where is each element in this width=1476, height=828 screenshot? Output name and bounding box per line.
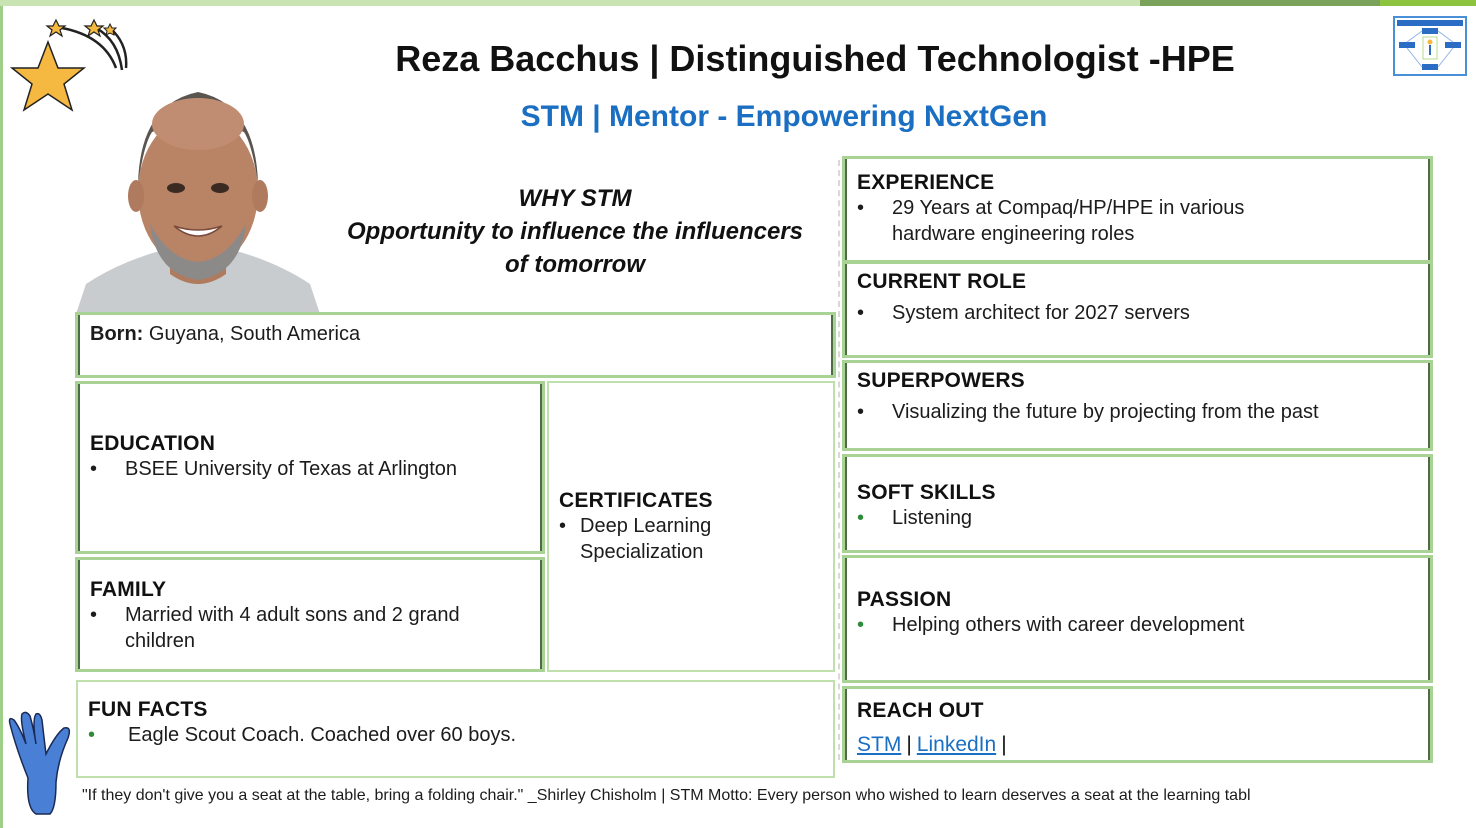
education-item: BSEE University of Texas at Arlington [125, 458, 458, 480]
family-heading: FAMILY [90, 578, 167, 601]
soft-skills-item: Listening [892, 507, 973, 529]
bullet-icon: • [90, 458, 98, 480]
born-line: Born: Guyana, South America [90, 323, 821, 346]
education-heading: EDUCATION [90, 432, 216, 455]
list-item: • Visualizing the future by projecting f… [857, 399, 1418, 425]
list-item: • Married with 4 adult sons and 2 grand … [90, 602, 510, 654]
page-title: Reza Bacchus | Distinguished Technologis… [395, 38, 1235, 79]
left-frame-line [0, 6, 3, 828]
waving-hand-icon [8, 711, 71, 815]
shooting-star-icon [9, 18, 128, 112]
stm-link[interactable]: STM [857, 733, 902, 756]
soft-skills-box: SOFT SKILLS • Listening [842, 454, 1433, 553]
list-item: • Deep Learning Specialization [559, 513, 759, 565]
list-item: • Listening [857, 505, 1418, 531]
education-box: EDUCATION • BSEE University of Texas at … [75, 381, 545, 554]
passion-box: PASSION • Helping others with career dev… [842, 555, 1433, 683]
column-divider [838, 160, 840, 760]
current-role-box: CURRENT ROLE • System architect for 2027… [842, 261, 1433, 358]
bullet-icon: • [857, 401, 865, 423]
fun-facts-item: Eagle Scout Coach. Coached over 60 boys. [128, 724, 517, 746]
why-stm-heading: WHY STM [518, 185, 632, 212]
bullet-icon: • [88, 724, 96, 746]
profile-photo [76, 84, 320, 314]
why-stm-line: Opportunity to influence the influencers [346, 218, 804, 245]
superpowers-item: Visualizing the future by projecting fro… [892, 401, 1319, 423]
passion-item: Helping others with career development [892, 614, 1245, 636]
bullet-icon: • [857, 302, 865, 324]
reach-out-links: STM|LinkedIn| [857, 733, 1418, 757]
current-role-item: System architect for 2027 servers [892, 302, 1190, 324]
bullet-icon: • [857, 507, 865, 529]
soft-skills-heading: SOFT SKILLS [857, 481, 996, 504]
list-item: • BSEE University of Texas at Arlington [90, 456, 530, 482]
why-stm-line: of tomorrow [505, 251, 645, 278]
fun-facts-heading: FUN FACTS [88, 698, 208, 721]
bullet-icon: • [857, 614, 865, 636]
linkedin-link[interactable]: LinkedIn [916, 733, 997, 756]
link-separator: | [1001, 733, 1007, 756]
bullet-icon: • [90, 604, 98, 626]
reach-out-heading: REACH OUT [857, 699, 984, 722]
current-role-heading: CURRENT ROLE [857, 270, 1027, 293]
certificates-box: CERTIFICATES • Deep Learning Specializat… [547, 381, 835, 672]
bullet-icon: • [857, 197, 865, 219]
list-item: • 29 Years at Compaq/HP/HPE in various h… [857, 195, 1307, 247]
family-box: FAMILY • Married with 4 adult sons and 2… [75, 557, 545, 672]
link-separator: | [906, 733, 912, 756]
why-stm-statement: WHY STM Opportunity to influence the inf… [320, 182, 830, 281]
superpowers-box: SUPERPOWERS • Visualizing the future by … [842, 360, 1433, 451]
experience-item: 29 Years at Compaq/HP/HPE in various har… [892, 197, 1245, 245]
born-label: Born: [90, 323, 144, 345]
experience-box: EXPERIENCE • 29 Years at Compaq/HP/HPE i… [842, 156, 1433, 263]
top-bar-segment [1140, 0, 1380, 6]
passion-heading: PASSION [857, 588, 952, 611]
certificates-heading: CERTIFICATES [559, 489, 713, 512]
born-value: Guyana, South America [148, 323, 361, 345]
born-box: Born: Guyana, South America [75, 312, 836, 378]
experience-heading: EXPERIENCE [857, 171, 995, 194]
fun-facts-box: FUN FACTS • Eagle Scout Coach. Coached o… [76, 680, 835, 778]
certificates-item: Deep Learning Specialization [580, 515, 712, 563]
top-bar-segment [1380, 0, 1476, 6]
top-accent-bar [0, 0, 1476, 6]
superpowers-heading: SUPERPOWERS [857, 369, 1025, 392]
program-diagram-icon [1397, 20, 1463, 70]
bullet-icon: • [559, 515, 567, 537]
page-subtitle: STM | Mentor - Empowering NextGen [520, 100, 1048, 133]
list-item: • System architect for 2027 servers [857, 300, 1418, 326]
reach-out-box: REACH OUT STM|LinkedIn| [842, 686, 1433, 763]
portrait-image [76, 84, 320, 314]
list-item: • Eagle Scout Coach. Coached over 60 boy… [88, 722, 823, 748]
family-item: Married with 4 adult sons and 2 grand ch… [125, 604, 460, 652]
list-item: • Helping others with career development [857, 612, 1418, 638]
footer-quote: "If they don't give you a seat at the ta… [82, 787, 1251, 804]
program-diagram-logo [1393, 16, 1467, 76]
